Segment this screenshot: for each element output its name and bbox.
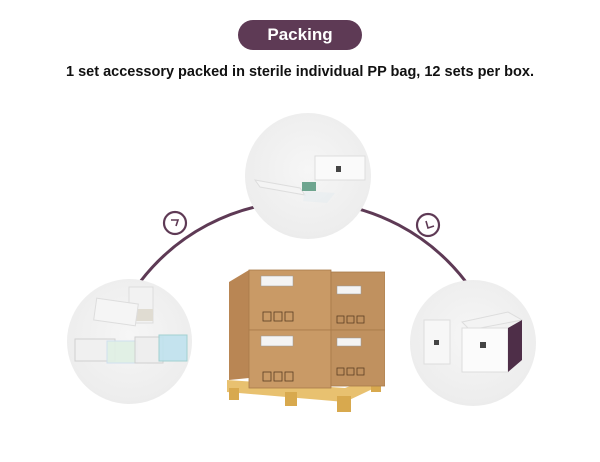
packing-badge-label: Packing — [267, 25, 333, 44]
arrow-icon-left — [162, 210, 188, 236]
arrow-icon-right — [415, 212, 441, 238]
packing-description: 1 set accessory packed in sterile indivi… — [66, 64, 534, 80]
step-4-pallet-image — [225, 262, 386, 414]
step-3-box-photo — [410, 280, 536, 406]
step-2-bagged-set-photo — [245, 113, 371, 239]
packing-badge: Packing — [238, 20, 362, 50]
step-1-accessories-photo — [67, 279, 192, 404]
